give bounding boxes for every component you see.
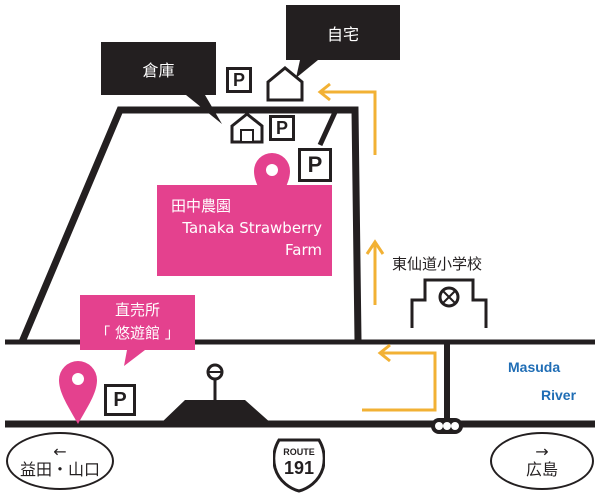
warehouse-label: 倉庫 <box>142 60 175 80</box>
farm-name-jp: 田中農園 <box>171 197 232 215</box>
destination-right-oval: → 広島 <box>490 432 594 490</box>
warehouse-callout-tail <box>186 95 222 124</box>
shop-name-label: 直売所 <box>114 301 160 319</box>
parking-sign-warehouse: P <box>269 115 295 141</box>
shop-callout-tail <box>124 350 145 366</box>
farm-name-en-2: Farm <box>285 241 322 259</box>
parking-sign-farm: P <box>298 148 332 182</box>
bridge-icon <box>160 400 272 424</box>
route-label: ROUTE <box>283 447 315 457</box>
route-shield-icon: ROUTE 191 <box>272 436 326 494</box>
parking-sign-shop: P <box>104 384 136 416</box>
farm-location-pin-icon[interactable] <box>253 152 290 211</box>
bus-stop-icon <box>206 363 224 400</box>
route-shield-shape <box>272 438 326 493</box>
warehouse-callout: 倉庫 <box>101 42 216 95</box>
school-label: 東仙道小学校 <box>392 255 483 273</box>
destination-left-oval: ← 益田・山口 <box>6 432 114 490</box>
shop-location-pin-icon[interactable] <box>59 361 97 424</box>
farm-name-en: Tanaka Strawberry <box>182 219 322 237</box>
direction-arrow-home <box>317 82 377 155</box>
warehouse-house-icon <box>230 112 264 144</box>
right-arrow-icon: → <box>535 441 549 461</box>
road-loop <box>18 106 362 344</box>
traffic-light-icon <box>431 418 463 434</box>
direction-arrow-route <box>362 343 437 412</box>
shop-name-label-2: 「 悠遊館 」 <box>95 324 180 342</box>
shop-callout: 直売所 「 悠遊館 」 <box>80 295 195 350</box>
left-destination-label: 益田・山口 <box>19 460 100 479</box>
route-number: 191 <box>283 458 315 478</box>
river-label: Masuda <box>508 359 561 375</box>
home-callout: 自宅 <box>286 5 400 60</box>
road-driveway <box>317 108 339 147</box>
home-label: 自宅 <box>326 24 359 44</box>
home-house-icon <box>266 66 304 102</box>
direction-arrow-north <box>365 239 385 305</box>
left-arrow-icon: ← <box>53 441 67 461</box>
home-callout-tail <box>296 60 318 78</box>
right-destination-label: 広島 <box>525 460 558 479</box>
river-label-2: River <box>541 387 577 403</box>
school-icon <box>410 278 488 328</box>
parking-sign-home: P <box>226 67 252 93</box>
farm-callout: 田中農園 Tanaka Strawberry Farm <box>157 185 332 276</box>
